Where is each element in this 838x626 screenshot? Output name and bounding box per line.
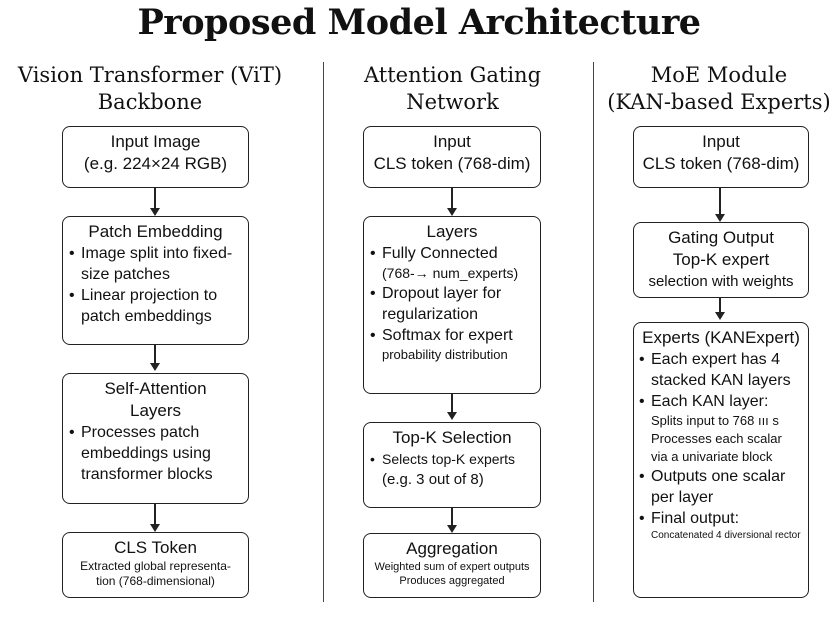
box-title: Self-Attention	[104, 379, 207, 398]
bullet-list: Processes patch embeddings using transfo…	[69, 422, 242, 485]
box-title: Input	[702, 132, 740, 151]
bullet-list: Outputs one scalar per layer Final outpu…	[639, 466, 803, 529]
bullet-item: Final output:	[639, 508, 803, 529]
box-title: Layers	[129, 401, 182, 420]
bullet-detail: (e.g. 3 out of 8)	[382, 471, 484, 488]
patch-embedding-box: Patch Embedding Image split into fixed-s…	[62, 216, 249, 345]
heading-line: (KAN-based Experts)	[607, 90, 831, 114]
heading-line: Vision Transformer (ViT)	[17, 63, 283, 87]
heading-line: Backbone	[97, 90, 203, 114]
bullet-detail: Splits input to 768 ııı s	[651, 413, 779, 428]
box-title: Experts (KANExpert)	[642, 328, 800, 347]
diagram-title: Proposed Model Architecture	[137, 2, 701, 43]
heading-line: Attention Gating	[363, 63, 542, 87]
input-image-box: Input Image (e.g. 224×24 RGB)	[62, 126, 249, 188]
bullet-detail: Concatenated 4 diversional rector	[651, 530, 801, 541]
box-title: Patch Embedding	[88, 222, 223, 241]
bullet-item: Dropout layer for regularization	[370, 283, 534, 325]
box-title: (e.g. 224×24 RGB)	[83, 154, 228, 173]
box-title: Top-K expert	[672, 250, 770, 269]
box-title: CLS token (768-dim)	[642, 154, 800, 173]
column-heading-gating: Attention Gating Network	[315, 62, 590, 116]
box-title: Top-K Selection	[392, 428, 512, 447]
bullet-item: Fully Connected	[370, 243, 534, 264]
box-detail: tion (768-dimensional)	[96, 574, 215, 588]
box-title: Input Image	[110, 132, 201, 151]
box-title: CLS Token	[114, 538, 197, 557]
bullet-detail: probability distribution	[382, 347, 508, 362]
bullet-detail: Processes each scalar	[651, 431, 782, 446]
experts-box: Experts (KANExpert) Each expert has 4 st…	[633, 322, 809, 598]
box-title: Gating Output	[668, 228, 774, 247]
box-title: Input	[433, 132, 471, 151]
bullet-detail: (768-→ num_experts)	[382, 265, 519, 281]
bullet-item: Processes patch embeddings using transfo…	[69, 422, 242, 485]
bullet-item: Linear projection to patch embeddings	[69, 285, 242, 327]
box-title: selection with weights	[648, 273, 794, 290]
column-divider	[593, 62, 594, 602]
bullet-list: Image split into fixed-size patches Line…	[69, 243, 242, 327]
bullet-item: Image split into fixed-size patches	[69, 243, 242, 285]
gating-input-box: Input CLS token (768-dim)	[363, 126, 541, 188]
moe-input-box: Input CLS token (768-dim)	[633, 126, 809, 188]
heading-line: MoE Module	[650, 63, 788, 87]
bullet-item: Each KAN layer:	[639, 391, 803, 412]
column-divider	[323, 62, 324, 602]
column-heading-moe: MoE Module (KAN-based Experts)	[600, 62, 838, 116]
box-title: Layers	[426, 222, 478, 241]
cls-token-box: CLS Token Extracted global representa- t…	[62, 532, 249, 598]
box-detail: Extracted global representa-	[80, 559, 231, 573]
aggregation-box: Aggregation Weighted sum of expert outpu…	[363, 533, 541, 598]
box-title: CLS token (768-dim)	[373, 154, 531, 173]
bullet-item: Softmax for expert	[370, 325, 534, 346]
bullet-list: Selects top-K experts	[370, 449, 534, 470]
box-title: Aggregation	[406, 539, 498, 558]
bullet-detail: via a univariate block	[651, 449, 773, 464]
bullet-item: Outputs one scalar per layer	[639, 466, 803, 508]
bullet-list: Fully Connected	[370, 243, 534, 264]
box-detail: Produces aggregated	[399, 575, 505, 587]
bullet-list: Each expert has 4 stacked KAN layers Eac…	[639, 349, 803, 412]
bullet-list: Dropout layer for regularization Softmax…	[370, 283, 534, 346]
bullet-item: Each expert has 4 stacked KAN layers	[639, 349, 803, 391]
layers-box: Layers Fully Connected (768-→ num_expert…	[363, 216, 541, 394]
box-detail: Weighted sum of expert outputs	[374, 561, 530, 573]
top-k-selection-box: Top-K Selection Selects top-K experts (e…	[363, 422, 541, 508]
bullet-item: Selects top-K experts	[370, 449, 534, 470]
heading-line: Network	[406, 90, 499, 114]
self-attention-box: Self-Attention Layers Processes patch em…	[62, 373, 249, 504]
gating-output-box: Gating Output Top-K expert selection wit…	[633, 222, 809, 298]
column-heading-vit: Vision Transformer (ViT) Backbone	[10, 62, 290, 116]
